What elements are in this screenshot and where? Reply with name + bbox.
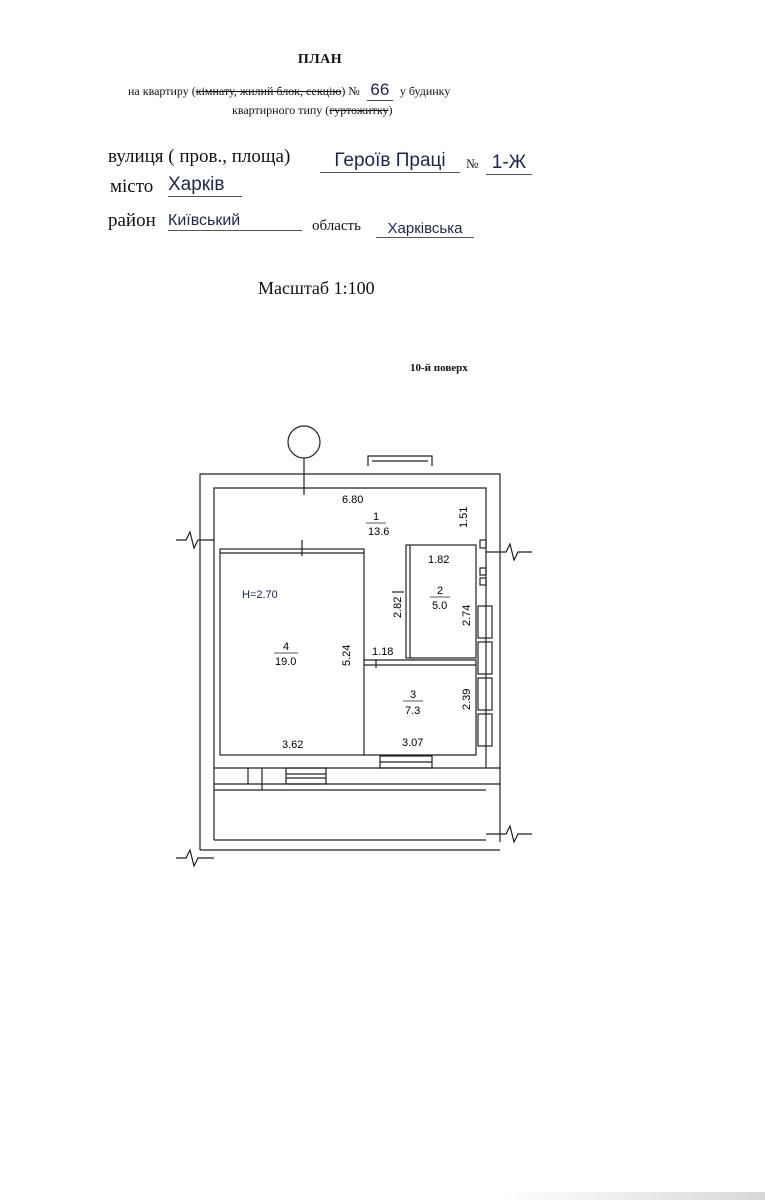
district-value: Київський <box>168 212 302 231</box>
room-1-area: 13.6 <box>368 526 389 538</box>
number-label: № <box>466 156 479 171</box>
document-title: ПЛАН <box>297 52 343 67</box>
line1-prefix: на квартиру ( <box>128 84 196 98</box>
dim-2-74: 2.74 <box>461 605 473 626</box>
dim-1-18: 1.18 <box>372 646 393 658</box>
dim-5-24: 5.24 <box>341 645 353 666</box>
apartment-number: 66 <box>366 80 393 101</box>
line1-number-label: ) № <box>341 84 360 98</box>
room-2-area: 5.0 <box>432 600 447 612</box>
city-value: Харків <box>168 174 242 197</box>
header-line-2: квартирного типу (гуртожитку) <box>232 103 392 118</box>
dim-3-07: 3.07 <box>402 737 423 749</box>
room-1-number: 1 <box>373 511 379 523</box>
header-line-1: на квартиру (кімнату, жилий блок, секцію… <box>128 80 450 101</box>
line2-suffix: ) <box>388 103 393 117</box>
line1-struck-text: кімнату, жилий блок, секцію <box>195 84 342 98</box>
dim-6-80: 6.80 <box>342 494 363 506</box>
floor-label: 10-й поверх <box>410 362 468 374</box>
dim-3-62: 3.62 <box>282 739 303 751</box>
city-label: місто <box>110 176 154 197</box>
line2-prefix: квартирного типу ( <box>232 103 330 117</box>
north-circle <box>287 425 321 459</box>
district-label: район <box>108 210 156 231</box>
street-label: вулиця ( пров., площа) <box>108 146 291 167</box>
dim-2-82: 2.82 <box>392 597 404 618</box>
height-note: H=2.70 <box>242 589 278 601</box>
region-value: Харківська <box>376 220 474 238</box>
region-label: область <box>312 218 361 234</box>
scale-label: Масштаб 1:100 <box>258 278 375 298</box>
dim-2-39: 2.39 <box>461 689 473 710</box>
room-3-number: 3 <box>410 689 416 701</box>
room-4-area: 19.0 <box>275 656 296 668</box>
room-2-number: 2 <box>437 585 443 597</box>
room-4-number: 4 <box>283 641 289 653</box>
line2-struck-text: гуртожитку <box>329 103 389 117</box>
room-3-area: 7.3 <box>405 705 420 717</box>
line1-suffix: у будинку <box>399 84 451 98</box>
street-value: Героїв Праці <box>320 150 460 173</box>
dim-1-82: 1.82 <box>428 554 449 566</box>
plan-walls <box>176 425 532 868</box>
house-number-value: 1-Ж <box>486 152 532 175</box>
page-edge-shadow <box>500 1192 765 1200</box>
dim-1-51: 1.51 <box>458 507 470 528</box>
